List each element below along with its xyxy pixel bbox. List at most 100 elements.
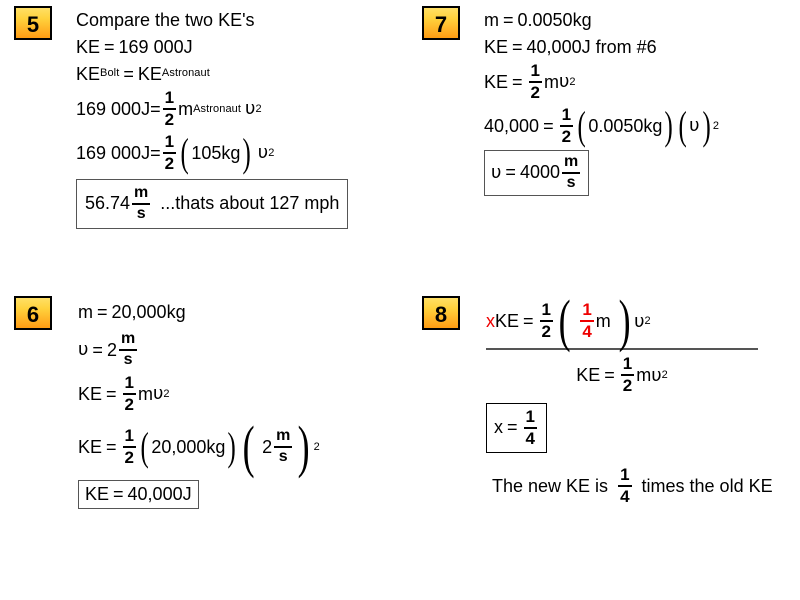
sub-mass-half-denominator: 2: [164, 110, 175, 129]
sub-mass-m-subscript: Astronaut: [193, 102, 242, 115]
answer-7-equals: =: [505, 162, 516, 183]
sub-value-velocity-exponent: 2: [268, 146, 275, 159]
answer-7-unit-denominator: s: [566, 173, 576, 191]
velocity-6-unit-fraction: m s: [118, 330, 138, 369]
ratio-den-equals: =: [604, 364, 615, 385]
formula-6-equals: =: [106, 384, 117, 404]
given-ke-lhs: KE: [76, 36, 101, 57]
answer-8-numerator: 1: [525, 407, 535, 426]
panel-8-ratio-bar: [486, 348, 758, 350]
paren-open-icon: (: [242, 413, 255, 479]
subst-7-equals: =: [543, 116, 554, 136]
conclusion-fraction: 1 4: [618, 464, 632, 506]
formula-6-half-numerator: 1: [124, 373, 134, 393]
subst-6-half-bar: [122, 446, 136, 448]
panel-7-content: m = 0.0050kg KE = 40,000J from #6 KE = 1…: [484, 6, 800, 196]
formula-6-half-denominator: 2: [124, 395, 134, 414]
conclusion-numerator: 1: [620, 464, 630, 484]
subst-7-lhs: 40,000: [484, 116, 540, 136]
sub-value-equals: =: [150, 143, 161, 163]
answer-7-value: 4000: [519, 162, 560, 183]
subst-6-paren-group-1: ( 20,000kg ): [138, 423, 239, 469]
answer-8-lhs: x: [494, 417, 503, 438]
answer-8-bar: [523, 426, 537, 429]
panel-8-answer-box: x = 1 4: [486, 403, 547, 453]
ratio-den-lhs: KE: [576, 364, 601, 385]
subst-7-half-denominator: 2: [561, 127, 572, 146]
given-ke-equals: =: [104, 36, 115, 57]
panel-8-number-badge: 8: [422, 296, 460, 330]
formula-6-half-bar: [122, 393, 136, 395]
answer-8-fraction: 1 4: [523, 407, 537, 448]
subst-7-paren1-content: 0.0050kg: [588, 115, 663, 136]
equality-lhs-subscript: Bolt: [100, 67, 120, 79]
velocity-6-equals: =: [92, 340, 103, 360]
ratio-num-paren-group: ( 1 4 m ): [555, 291, 634, 349]
formula-7-m: m: [544, 72, 559, 92]
panel-7-answer-box: υ = 4000 m s: [484, 150, 590, 196]
panel-5-answer-row: 56.74 m s ...thats about 127 mph: [76, 179, 404, 229]
energy-7-equals: =: [512, 36, 523, 57]
paren-open-icon: (: [577, 102, 586, 148]
ratio-den-velocity-exponent: 2: [661, 369, 668, 381]
subst-6-paren2-unit-bar: [274, 445, 293, 448]
subst-6-paren2-unit-fraction: m s: [274, 427, 293, 466]
formula-6-velocity: υ: [153, 383, 164, 404]
formula-7-velocity: υ: [559, 71, 570, 92]
ratio-den-m: m: [636, 364, 652, 385]
answer-6-lhs: KE: [85, 484, 110, 504]
ratio-num-lhs: KE: [495, 310, 520, 331]
ratio-num-x: x: [486, 310, 495, 331]
formula-7-lhs: KE: [484, 72, 509, 92]
subst-7-half-numerator: 1: [561, 105, 572, 125]
panel-5-number-badge: 5: [14, 6, 52, 40]
ratio-num-velocity-exponent: 2: [644, 315, 651, 327]
sub-mass-half-fraction: 1 2: [162, 89, 177, 129]
ratio-num-quarter-fraction: 1 4: [580, 301, 594, 341]
energy-7-rhs: 40,000J from #6: [526, 36, 657, 57]
ratio-den-velocity: υ: [651, 364, 662, 386]
paren-close-icon: ): [227, 423, 237, 469]
velocity-6-unit-bar: [118, 349, 138, 351]
formula-7-velocity-exponent: 2: [569, 75, 576, 88]
subst-6-equals: =: [106, 437, 117, 457]
panel-5-prompt-text: Compare the two KE's: [76, 9, 255, 30]
panel-7: 7 m = 0.0050kg KE = 40,000J from #6 KE =…: [422, 6, 800, 196]
ratio-num-quarter-bar: [580, 320, 594, 322]
mass-7-lhs: m: [484, 9, 499, 30]
subst-7-paren2-content: υ: [689, 114, 700, 136]
subst-7-exponent: 2: [712, 119, 719, 132]
panel-6-number-badge: 6: [14, 296, 52, 330]
velocity-6-lhs: υ: [78, 339, 89, 360]
panel-5-answer-box: 56.74 m s ...thats about 127 mph: [76, 179, 349, 229]
panel-6: 6 m = 20,000kg υ = 2 m s KE =: [14, 296, 404, 509]
mass-6-rhs: 20,000kg: [111, 302, 186, 322]
sub-value-lhs: 169 000J: [76, 143, 151, 163]
subst-6-paren1-content: 20,000kg: [151, 436, 226, 457]
answer-7-unit-numerator: m: [563, 153, 579, 170]
sub-mass-lhs: 169 000J: [76, 99, 151, 119]
velocity-6-unit-denominator: s: [123, 351, 133, 368]
subst-7-paren-group-2: ( υ ): [676, 102, 713, 148]
panel-6-answer-row: KE = 40,000J: [78, 480, 404, 509]
answer-5-unit-bar: [132, 202, 151, 205]
panel-8-conclusion: The new KE is 1 4 times the old KE: [492, 463, 800, 509]
equality-rhs-subscript: Astronaut: [161, 67, 210, 79]
panel-7-mass: m = 0.0050kg: [484, 6, 800, 33]
panel-5-prompt: Compare the two KE's: [76, 6, 404, 33]
velocity-6-unit-numerator: m: [120, 330, 136, 348]
sub-value-half-denominator: 2: [164, 154, 175, 173]
formula-6-velocity-exponent: 2: [163, 387, 170, 400]
panel-6-mass: m = 20,000kg: [78, 296, 404, 328]
ratio-num-quarter-denominator: 4: [582, 322, 592, 341]
subst-6-half-numerator: 1: [124, 426, 134, 446]
paren-close-icon: ): [702, 102, 711, 148]
conclusion-denominator: 4: [620, 486, 630, 506]
paren-open-icon: (: [140, 423, 149, 469]
panel-6-substituted: KE = 1 2 ( 20,000kg ) ( 2 m: [78, 416, 404, 478]
answer-5-note: ...thats about 127 mph: [160, 193, 340, 214]
